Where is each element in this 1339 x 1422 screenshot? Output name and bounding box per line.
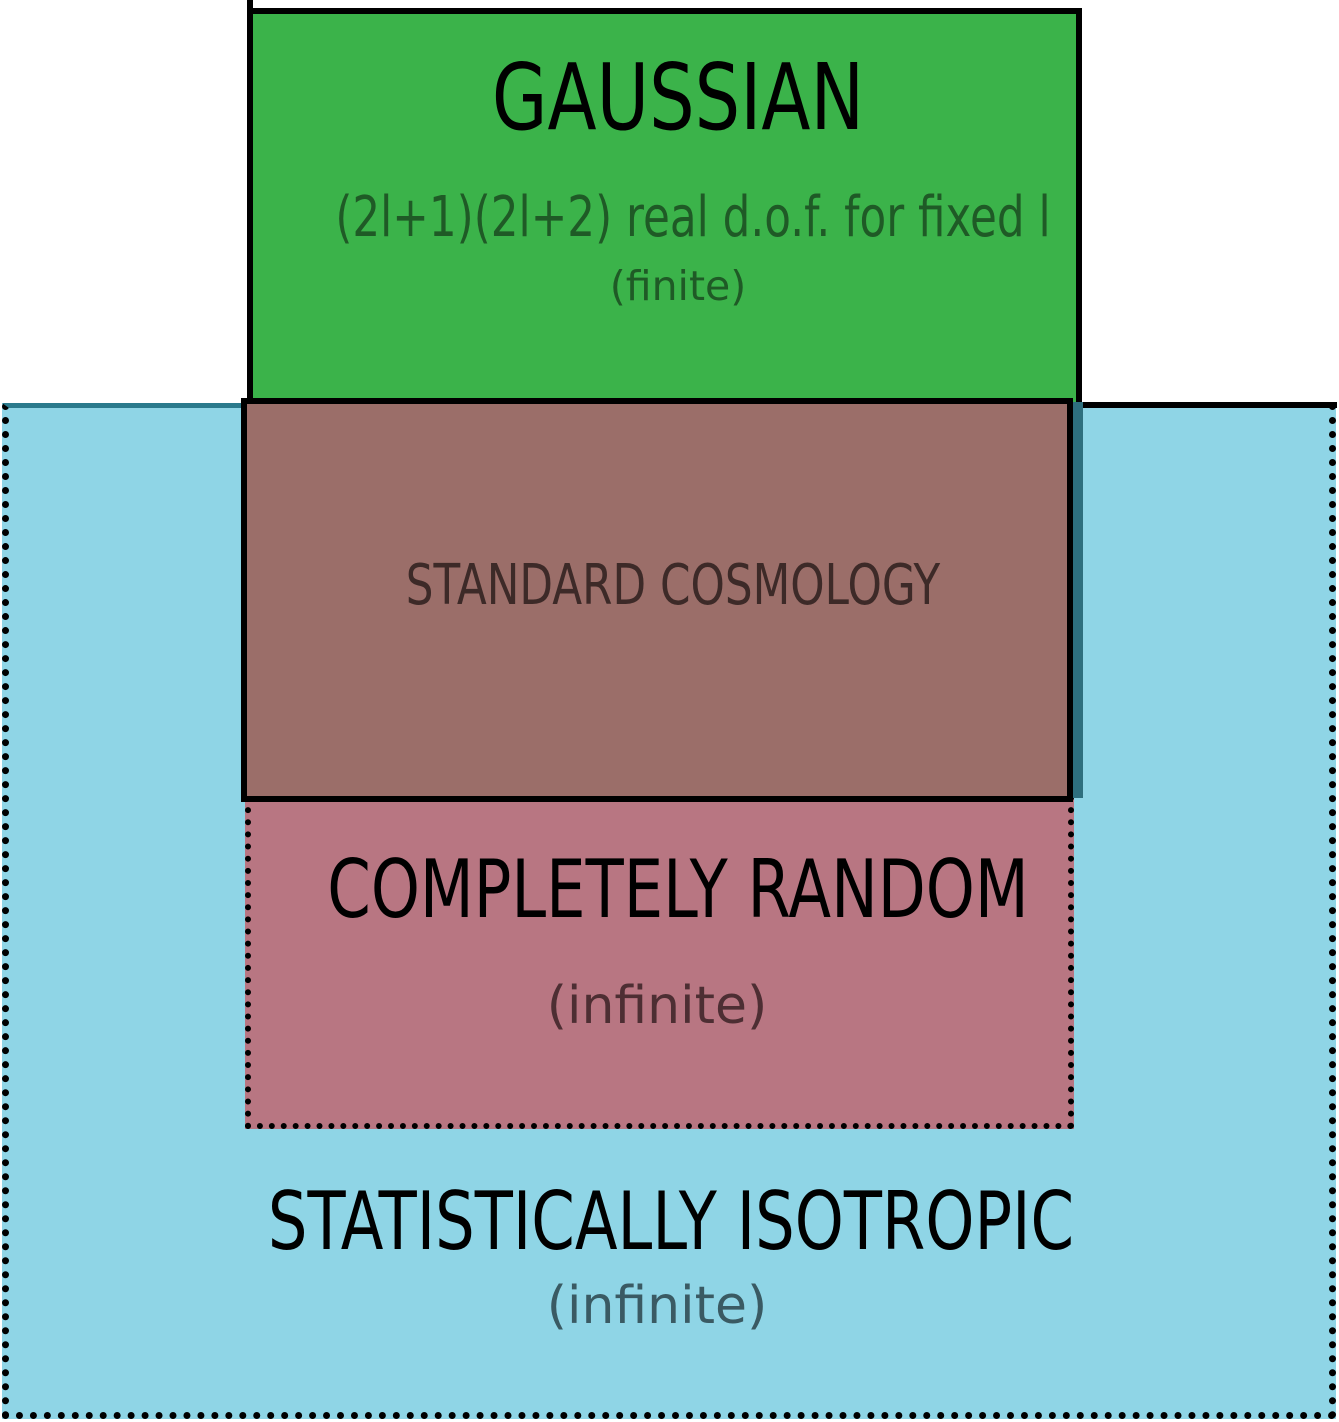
completely-random-size-text: (infinite) xyxy=(546,976,768,1036)
statistically-isotropic-size-text: (infinite) xyxy=(546,1276,768,1336)
gaussian-border-stub xyxy=(247,0,253,12)
statistically-isotropic-title: STATISTICALLY ISOTROPIC xyxy=(267,1175,1075,1268)
gaussian-title: GAUSSIAN xyxy=(491,44,865,151)
standard-cosmology-title: STANDARD COSMOLOGY xyxy=(405,553,941,618)
completely-random-title: COMPLETELY RANDOM xyxy=(327,843,1029,936)
isotropic-top-border xyxy=(1077,402,1337,408)
gaussian-size-text: (finite) xyxy=(609,262,747,310)
gaussian-dof-text: (2l+1)(2l+2) real d.o.f. for fixed l xyxy=(335,185,1051,250)
standard-cosmology-region xyxy=(241,398,1073,802)
completely-random-region xyxy=(245,795,1074,1129)
gaussian-region xyxy=(247,8,1082,404)
